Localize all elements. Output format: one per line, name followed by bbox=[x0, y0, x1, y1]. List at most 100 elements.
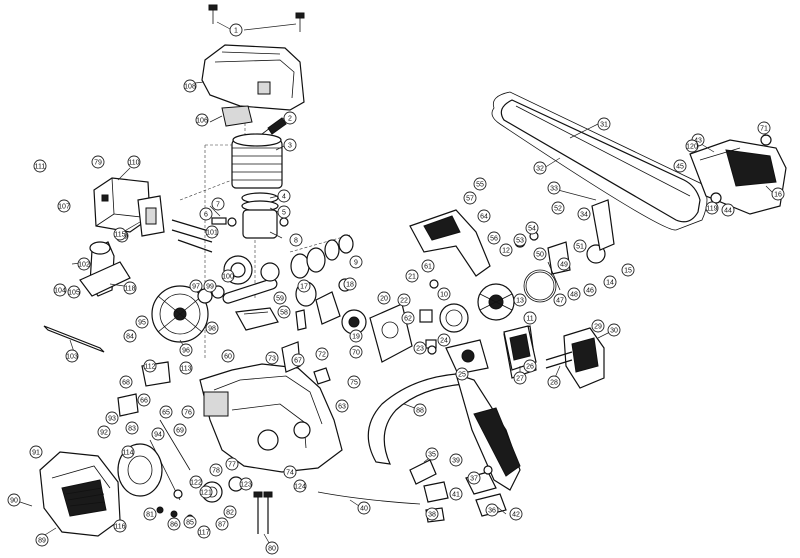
callout-label: 25 bbox=[458, 372, 466, 379]
callout-23: 23 bbox=[413, 341, 427, 355]
callout-5: 5 bbox=[277, 205, 291, 219]
callout-59: 59 bbox=[273, 291, 287, 305]
callout-label: 15 bbox=[624, 268, 632, 275]
front-handlebar bbox=[367, 373, 521, 491]
callout-16: 16 bbox=[771, 187, 785, 201]
callout-label: 37 bbox=[470, 476, 478, 483]
callout-label: 121 bbox=[200, 490, 212, 497]
callout-label: 92 bbox=[100, 430, 108, 437]
callout-label: 61 bbox=[424, 264, 432, 271]
callout-label: 98 bbox=[208, 326, 216, 333]
callout-label: 87 bbox=[218, 522, 226, 529]
spark-plug bbox=[261, 117, 287, 135]
callout-97: 97 bbox=[189, 279, 203, 293]
callout-108: 108 bbox=[183, 79, 197, 93]
callout-label: 68 bbox=[122, 380, 130, 387]
callout-115: 115 bbox=[113, 227, 127, 241]
callout-62: 62 bbox=[401, 311, 415, 325]
callout-68: 68 bbox=[119, 375, 133, 389]
callout-label: 40 bbox=[360, 506, 368, 513]
callout-41: 41 bbox=[449, 487, 463, 501]
muffler-studs bbox=[171, 219, 213, 253]
callout-label: 33 bbox=[550, 186, 558, 193]
callout-label: 115 bbox=[114, 232, 125, 239]
callout-label: 41 bbox=[452, 492, 460, 499]
side-plate bbox=[79, 261, 131, 297]
callout-18: 18 bbox=[343, 277, 357, 291]
callout-label: 5 bbox=[282, 210, 286, 217]
callout-90: 90 bbox=[7, 493, 21, 507]
callout-24: 24 bbox=[437, 333, 451, 347]
callout-label: 18 bbox=[346, 282, 354, 289]
callout-label: 8 bbox=[294, 238, 298, 245]
callout-label: 114 bbox=[122, 450, 133, 457]
callout-label: 105 bbox=[68, 290, 80, 297]
bar-plate bbox=[591, 199, 615, 251]
callout-32: 32 bbox=[533, 161, 547, 175]
callout-106: 106 bbox=[195, 113, 209, 127]
callout-100: 100 bbox=[221, 269, 235, 283]
callout-label: 66 bbox=[140, 398, 148, 405]
callout-45: 45 bbox=[673, 159, 687, 173]
callout-102: 102 bbox=[77, 257, 91, 271]
callout-label: 23 bbox=[416, 346, 424, 353]
callout-93: 93 bbox=[105, 411, 119, 425]
callout-label: 58 bbox=[280, 310, 288, 317]
callout-8: 8 bbox=[289, 233, 303, 247]
callout-99: 99 bbox=[203, 279, 217, 293]
sprocket bbox=[439, 303, 469, 333]
callout-35: 35 bbox=[425, 447, 439, 461]
callout-123: 123 bbox=[239, 477, 253, 491]
callout-110: 110 bbox=[127, 155, 141, 169]
callout-label: 73 bbox=[268, 356, 276, 363]
callout-label: 55 bbox=[476, 182, 484, 189]
callout-label: 79 bbox=[94, 160, 102, 167]
callout-label: 53 bbox=[516, 238, 524, 245]
callout-label: 120 bbox=[686, 144, 698, 151]
bearings bbox=[290, 234, 354, 279]
callout-label: 2 bbox=[288, 116, 292, 123]
callout-label: 63 bbox=[338, 404, 346, 411]
callout-94: 94 bbox=[151, 427, 165, 441]
filter-cover bbox=[503, 325, 537, 371]
callout-label: 28 bbox=[550, 380, 558, 387]
clutch-cover-plate bbox=[369, 303, 413, 363]
callout-50: 50 bbox=[533, 247, 547, 261]
callout-117: 117 bbox=[197, 525, 211, 539]
callout-72: 72 bbox=[315, 347, 329, 361]
screws-bottom bbox=[253, 491, 273, 534]
callout-78: 78 bbox=[209, 463, 223, 477]
callout-label: 108 bbox=[184, 84, 196, 91]
callout-82: 82 bbox=[223, 505, 237, 519]
callout-label: 77 bbox=[228, 462, 236, 469]
callout-label: 110 bbox=[128, 160, 139, 167]
callout-label: 59 bbox=[276, 296, 284, 303]
callout-label: 57 bbox=[466, 196, 474, 203]
callout-label: 46 bbox=[586, 288, 594, 295]
callout-label: 32 bbox=[536, 166, 544, 173]
callout-label: 17 bbox=[300, 284, 308, 291]
callout-label: 118 bbox=[124, 286, 135, 293]
callout-label: 9 bbox=[354, 260, 358, 267]
clutch-cover bbox=[689, 139, 787, 215]
callout-105: 105 bbox=[67, 285, 81, 299]
callout-119: 119 bbox=[705, 201, 719, 215]
callout-label: 1 bbox=[234, 28, 238, 35]
callout-label: 22 bbox=[400, 298, 408, 305]
callout-107: 107 bbox=[57, 199, 71, 213]
callout-87: 87 bbox=[215, 517, 229, 531]
callout-39: 39 bbox=[449, 453, 463, 467]
callout-label: 119 bbox=[706, 206, 717, 213]
callout-label: 10 bbox=[440, 292, 448, 299]
callout-49: 49 bbox=[557, 257, 571, 271]
callout-label: 64 bbox=[480, 214, 488, 221]
handle-screws bbox=[545, 351, 573, 369]
callout-85: 85 bbox=[183, 515, 197, 529]
callout-label: 123 bbox=[240, 482, 252, 489]
callout-73: 73 bbox=[265, 351, 279, 365]
callout-98: 98 bbox=[205, 321, 219, 335]
callout-label: 124 bbox=[294, 484, 306, 491]
callout-21: 21 bbox=[405, 269, 419, 283]
callout-label: 111 bbox=[35, 164, 46, 171]
starter-housing bbox=[39, 451, 121, 537]
